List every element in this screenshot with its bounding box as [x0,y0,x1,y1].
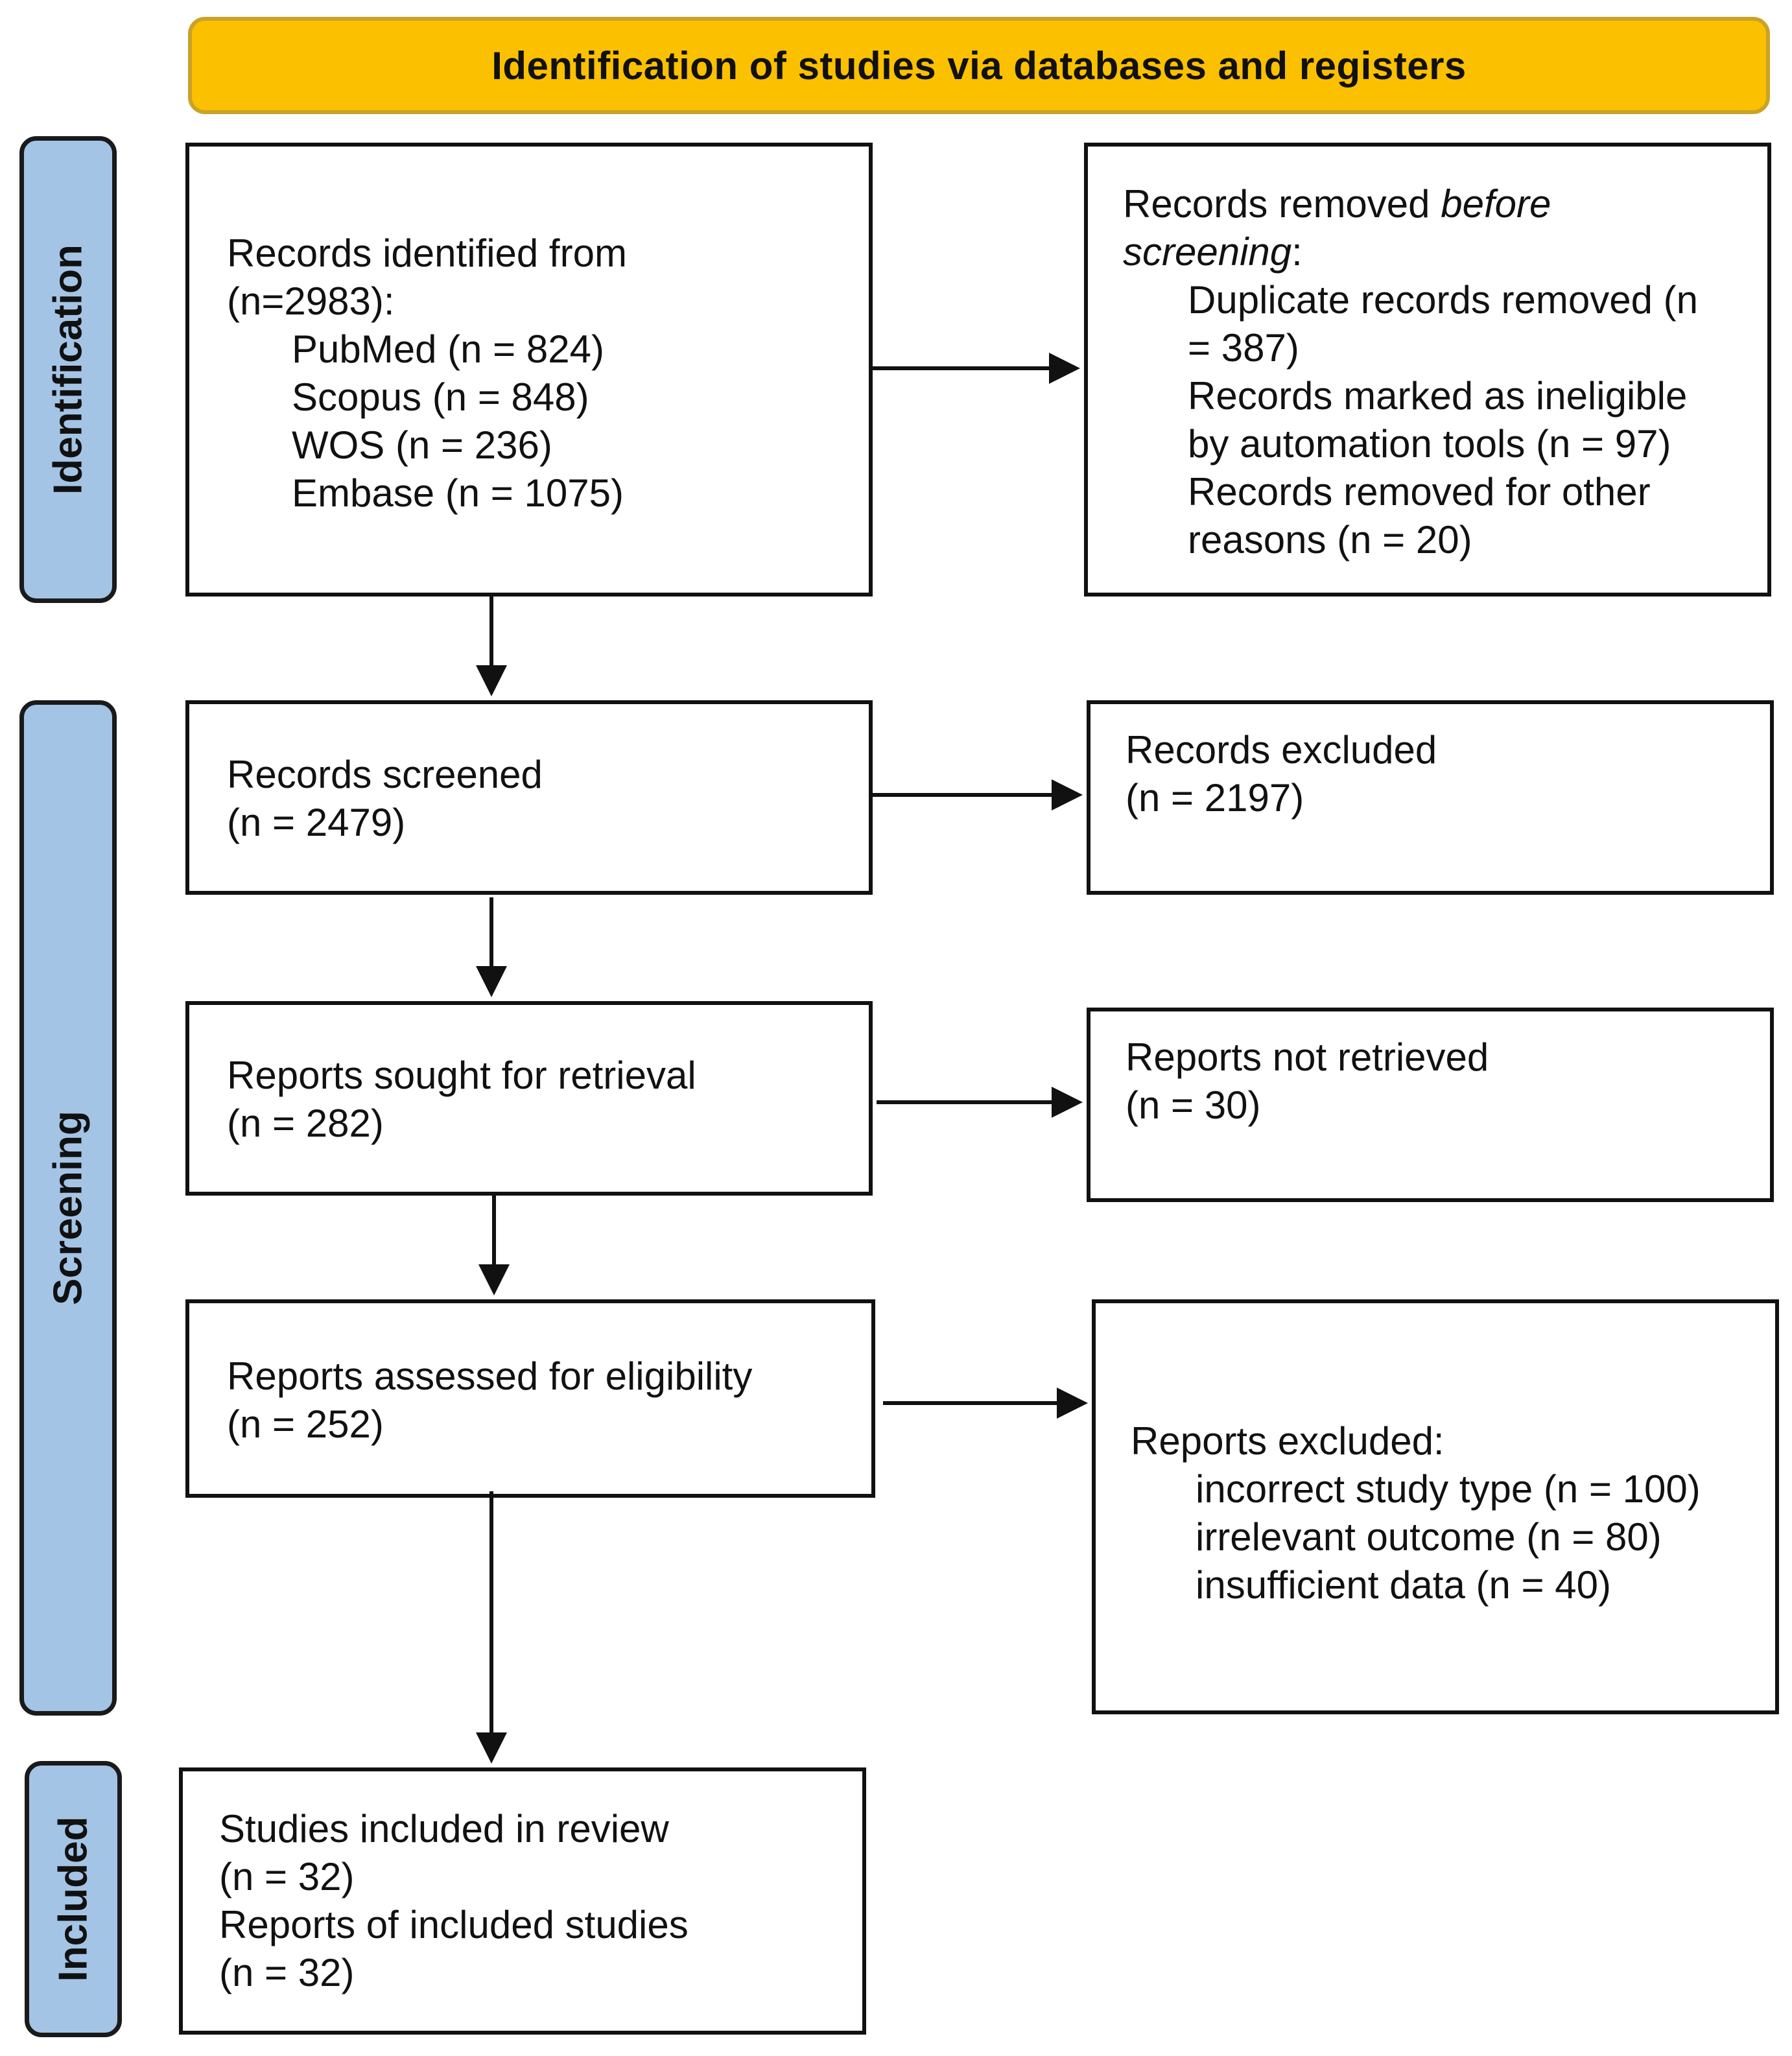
reports-included-count: (n = 32) [219,1951,355,1994]
phase-screening: Screening [19,700,117,1716]
excluded-reason: insufficient data (n = 40) [1196,1563,1611,1607]
reports-included-title: Reports of included studies [219,1903,689,1946]
records-identified-box: Records identified from (n=2983): PubMed… [185,143,873,597]
reports-not-retrieved-box: Reports not retrieved (n = 30) [1087,1008,1774,1202]
records-excluded-title: Records excluded [1126,728,1437,772]
reports-sought-count: (n = 282) [227,1102,384,1145]
reports-not-retrieved-count: (n = 30) [1126,1083,1261,1127]
records-removed-box: Records removed before screening: Duplic… [1084,143,1771,597]
removed-item: by automation tools (n = 97) [1188,422,1671,466]
reports-excluded-title: Reports excluded: [1131,1419,1444,1463]
excluded-reason: irrelevant outcome (n = 80) [1196,1515,1662,1559]
source-wos: WOS (n = 236) [292,423,552,467]
header-banner: Identification of studies via databases … [188,17,1770,114]
removed-item: Duplicate records removed (n [1188,278,1699,322]
records-removed-subtitle: screening: [1123,230,1303,274]
removed-item: = 387) [1188,326,1299,370]
reports-not-retrieved-title: Reports not retrieved [1126,1035,1489,1079]
records-removed-title: Records removed before [1123,182,1551,226]
phase-identification-label: Identification [45,244,91,495]
source-pubmed: PubMed (n = 824) [292,327,604,371]
phase-included: Included [25,1761,122,2037]
phase-included-label: Included [51,1816,96,1982]
removed-item: Records marked as ineligible [1188,374,1688,418]
reports-excluded-box: Reports excluded: incorrect study type (… [1092,1299,1779,1714]
source-embase: Embase (n = 1075) [292,471,624,515]
phase-identification: Identification [19,136,117,603]
records-screened-box: Records screened (n = 2479) [185,700,873,895]
records-screened-title: Records screened [227,753,543,796]
source-scopus: Scopus (n = 848) [292,375,589,419]
header-title: Identification of studies via databases … [491,43,1467,88]
studies-included-box: Studies included in review (n = 32) Repo… [179,1767,866,2035]
phase-screening-label: Screening [45,1111,91,1305]
records-identified-title: Records identified from [227,231,627,275]
reports-assessed-box: Reports assessed for eligibility (n = 25… [185,1299,875,1498]
records-identified-total: (n=2983): [227,279,395,323]
removed-item: reasons (n = 20) [1188,518,1472,561]
records-excluded-box: Records excluded (n = 2197) [1087,700,1774,895]
records-screened-count: (n = 2479) [227,801,406,844]
reports-sought-title: Reports sought for retrieval [227,1054,696,1097]
records-excluded-count: (n = 2197) [1126,776,1304,820]
removed-item: Records removed for other [1188,470,1651,514]
studies-included-count: (n = 32) [219,1855,355,1898]
studies-included-title: Studies included in review [219,1807,669,1850]
reports-assessed-title: Reports assessed for eligibility [227,1354,753,1398]
reports-sought-box: Reports sought for retrieval (n = 282) [185,1001,873,1196]
excluded-reason: incorrect study type (n = 100) [1196,1467,1701,1511]
reports-assessed-count: (n = 252) [227,1402,384,1446]
